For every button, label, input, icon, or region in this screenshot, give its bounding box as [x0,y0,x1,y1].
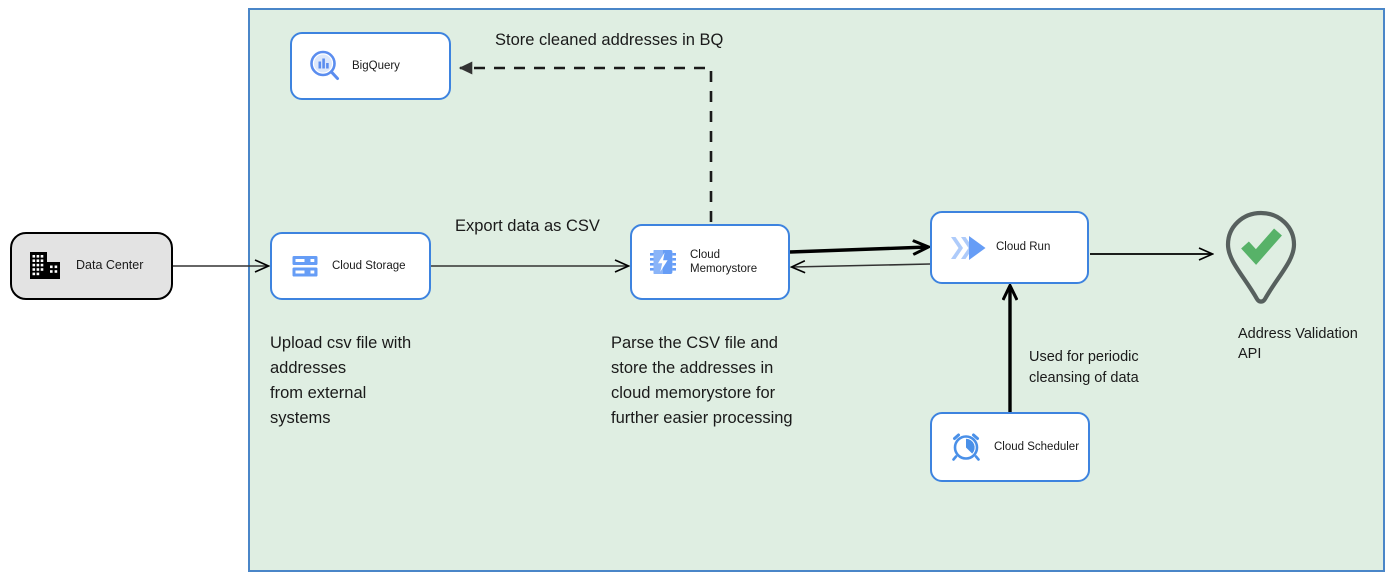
node-cloud-storage[interactable]: Cloud Storage [270,232,431,300]
node-cloud-memorystore-label: Cloud Memorystore [690,248,758,275]
node-bigquery-label: BigQuery [352,59,400,72]
cloud-scheduler-icon [950,432,982,462]
annotation-periodic-cleansing: Used for periodic cleansing of data [1029,349,1139,386]
map-pin-check-icon [1225,210,1297,304]
cloud-run-icon [946,232,990,264]
cloud-storage-icon [290,252,320,280]
annotation-parse-csv-file: Parse the CSV file and store the address… [611,334,793,428]
annotation-upload-csv-file: Upload csv file with addresses from exte… [270,334,412,428]
annotation-export-data-as-csv: Export data as CSV [455,217,600,235]
node-data-center[interactable]: Data Center [10,232,173,300]
node-cloud-memorystore[interactable]: Cloud Memorystore [630,224,790,300]
data-center-icon [28,251,62,281]
node-bigquery[interactable]: BigQuery [290,32,451,100]
node-address-validation-api[interactable] [1216,208,1306,308]
bigquery-icon [306,48,344,84]
node-cloud-scheduler[interactable]: Cloud Scheduler [930,412,1090,482]
node-data-center-label: Data Center [76,258,144,273]
node-cloud-run[interactable]: Cloud Run [930,211,1089,284]
google-cloud-boundary [248,8,1385,572]
cloud-memorystore-icon [648,247,678,277]
node-cloud-scheduler-label: Cloud Scheduler [994,440,1080,453]
node-cloud-storage-label: Cloud Storage [332,259,406,272]
annotation-store-cleaned-addresses: Store cleaned addresses in BQ [495,31,724,49]
node-address-validation-api-label: Address Validation API [1238,326,1358,362]
node-cloud-run-label: Cloud Run [996,241,1051,254]
